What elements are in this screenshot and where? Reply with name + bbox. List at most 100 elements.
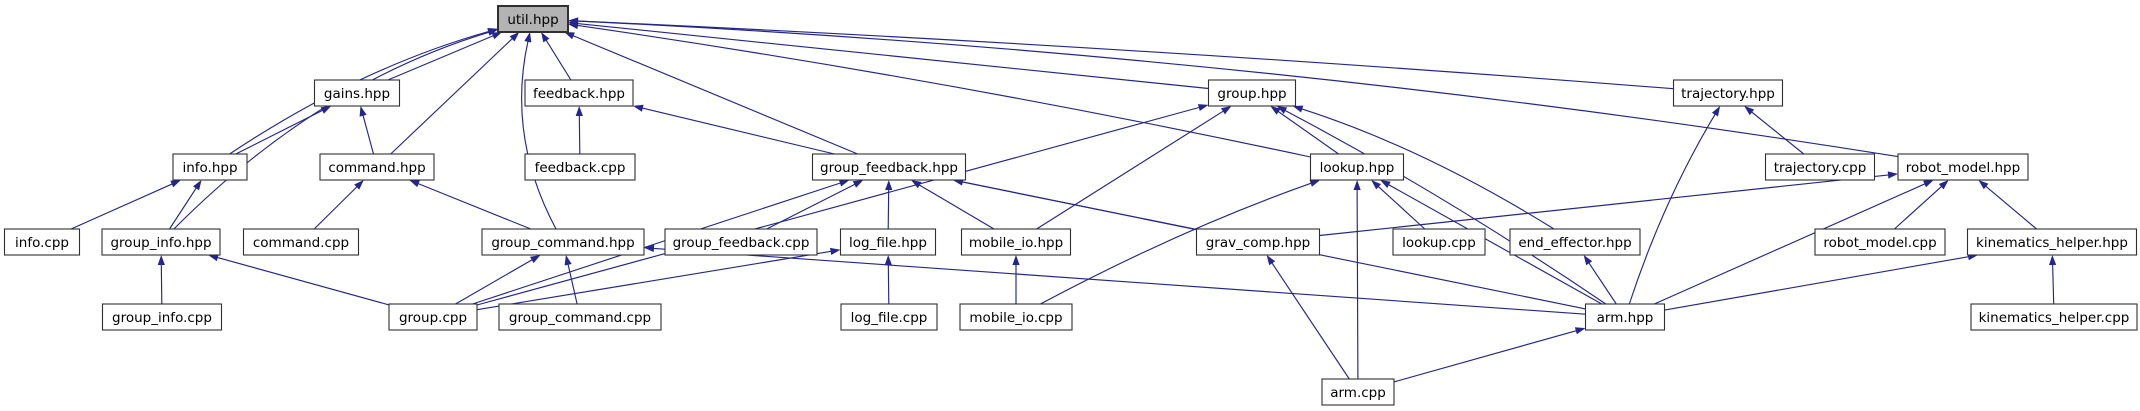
node-box[interactable] — [524, 153, 636, 181]
node-box[interactable] — [811, 153, 967, 181]
node-box[interactable] — [388, 303, 478, 331]
graph-node-lookup.cpp[interactable]: lookup.cpp — [1392, 228, 1486, 256]
graph-node-info.hpp[interactable]: info.hpp — [172, 153, 248, 181]
node-box[interactable] — [1195, 228, 1321, 256]
edge-group.cpp-includes-log_file.hpp — [476, 247, 841, 311]
node-box[interactable] — [1814, 228, 1946, 256]
node-box[interactable] — [1309, 153, 1405, 181]
node-box[interactable] — [172, 153, 248, 181]
node-box[interactable] — [959, 303, 1073, 331]
node-box[interactable] — [101, 228, 221, 256]
graph-node-group_command.hpp[interactable]: group_command.hpp — [481, 228, 645, 256]
graph-node-end_effector.hpp[interactable]: end_effector.hpp — [1509, 228, 1641, 256]
graph-node-group.cpp[interactable]: group.cpp — [388, 303, 478, 331]
graph-node-feedback.cpp[interactable]: feedback.cpp — [524, 153, 636, 181]
node-box[interactable] — [1584, 303, 1666, 331]
graph-node-trajectory.cpp[interactable]: trajectory.cpp — [1764, 153, 1876, 181]
graph-node-trajectory.hpp[interactable]: trajectory.hpp — [1672, 79, 1784, 107]
graph-node-util.hpp[interactable]: util.hpp — [497, 5, 569, 33]
node-box[interactable] — [1509, 228, 1641, 256]
node-box[interactable] — [481, 228, 645, 256]
node-box[interactable] — [1392, 228, 1486, 256]
edge-gains.hpp-includes-util.hpp — [387, 32, 503, 81]
graph-node-gains.hpp[interactable]: gains.hpp — [313, 79, 401, 107]
node-box[interactable] — [1321, 378, 1395, 406]
graph-node-group_info.hpp[interactable]: group_info.hpp — [101, 228, 221, 256]
node-label: log_file.cpp — [851, 310, 928, 326]
edge-group_command.hpp-includes-util.hpp — [521, 32, 557, 230]
node-box[interactable] — [839, 228, 937, 256]
graph-node-info.cpp[interactable]: info.cpp — [3, 228, 81, 256]
arrowhead-icon — [830, 247, 841, 255]
node-box[interactable] — [1966, 228, 2138, 256]
edge-group.cpp-includes-group_command.hpp — [455, 255, 541, 305]
node-box[interactable] — [1764, 153, 1876, 181]
node-box[interactable] — [1672, 79, 1784, 107]
graph-node-group_info.cpp[interactable]: group_info.cpp — [101, 303, 223, 331]
graph-node-arm.hpp[interactable]: arm.hpp — [1584, 303, 1666, 331]
arrowhead-icon — [1711, 106, 1721, 117]
node-label: group.cpp — [399, 310, 467, 326]
graph-node-arm.cpp[interactable]: arm.cpp — [1321, 378, 1395, 406]
graph-node-mobile_io.cpp[interactable]: mobile_io.cpp — [959, 303, 1073, 331]
node-box[interactable] — [1897, 153, 2029, 181]
node-box[interactable] — [1970, 303, 2138, 331]
node-box[interactable] — [524, 79, 634, 107]
edge-trajectory.hpp-includes-util.hpp — [568, 17, 1674, 90]
graph-node-lookup.hpp[interactable]: lookup.hpp — [1309, 153, 1405, 181]
node-label: group_command.cpp — [509, 310, 651, 326]
arrowhead-icon — [208, 254, 219, 262]
node-box[interactable] — [313, 79, 401, 107]
arrowhead-icon — [170, 180, 181, 188]
node-box[interactable] — [664, 228, 818, 256]
node-box[interactable] — [1207, 79, 1297, 107]
arrowhead-icon — [409, 180, 420, 188]
edge-arm.hpp-includes-group_command.hpp — [644, 244, 1586, 315]
node-box[interactable] — [498, 303, 662, 331]
node-box[interactable] — [242, 228, 360, 256]
edge-end_effector.hpp-includes-group.hpp — [1292, 105, 1555, 230]
graph-node-log_file.cpp[interactable]: log_file.cpp — [840, 303, 938, 331]
edge-group.cpp-includes-group.hpp — [476, 104, 1209, 306]
edge-lookup.cpp-includes-lookup.hpp — [1371, 180, 1426, 230]
node-label: arm.cpp — [1330, 385, 1386, 401]
graph-node-command.hpp[interactable]: command.hpp — [319, 153, 435, 181]
graph-node-grav_comp.hpp[interactable]: grav_comp.hpp — [1195, 228, 1321, 256]
edge-group_info.cpp-includes-group_info.hpp — [157, 255, 165, 305]
graph-node-group.hpp[interactable]: group.hpp — [1207, 79, 1297, 107]
graph-node-group_feedback.cpp[interactable]: group_feedback.cpp — [664, 228, 818, 256]
node-label: trajectory.cpp — [1774, 160, 1867, 176]
edge-mobile_io.hpp-includes-group_feedback.hpp — [911, 180, 995, 230]
arrowhead-icon — [1353, 180, 1361, 190]
graph-node-kinematics_helper.hpp[interactable]: kinematics_helper.hpp — [1966, 228, 2138, 256]
edge-group_info.hpp-includes-util.hpp — [173, 28, 498, 230]
edge-robot_model.hpp-includes-util.hpp — [568, 17, 1899, 158]
node-box[interactable] — [3, 228, 81, 256]
graph-node-mobile_io.hpp[interactable]: mobile_io.hpp — [960, 228, 1072, 256]
graph-node-command.cpp[interactable]: command.cpp — [242, 228, 360, 256]
edge-lookup.hpp-includes-group.hpp — [1270, 106, 1339, 155]
graph-node-group_feedback.hpp[interactable]: group_feedback.hpp — [811, 153, 967, 181]
node-box[interactable] — [840, 303, 938, 331]
graph-node-robot_model.hpp[interactable]: robot_model.hpp — [1897, 153, 2029, 181]
graph-node-group_command.cpp[interactable]: group_command.cpp — [498, 303, 662, 331]
graph-node-feedback.hpp[interactable]: feedback.hpp — [524, 79, 634, 107]
node-label: feedback.hpp — [533, 86, 625, 102]
node-box[interactable] — [319, 153, 435, 181]
arrowhead-icon — [568, 17, 579, 25]
arrowhead-icon — [491, 32, 503, 40]
graph-node-log_file.hpp[interactable]: log_file.hpp — [839, 228, 937, 256]
node-label: gains.hpp — [324, 86, 390, 102]
node-box[interactable] — [101, 303, 223, 331]
node-box[interactable] — [497, 5, 569, 33]
node-label: lookup.hpp — [1320, 160, 1395, 176]
graph-node-kinematics_helper.cpp[interactable]: kinematics_helper.cpp — [1970, 303, 2138, 331]
arrowhead-icon — [1380, 180, 1391, 188]
arrowhead-icon — [852, 180, 864, 188]
graph-node-robot_model.cpp[interactable]: robot_model.cpp — [1814, 228, 1946, 256]
edge-group_info.hpp-includes-info.hpp — [169, 180, 202, 230]
edge-log_file.hpp-includes-group_feedback.hpp — [885, 180, 893, 230]
node-box[interactable] — [960, 228, 1072, 256]
